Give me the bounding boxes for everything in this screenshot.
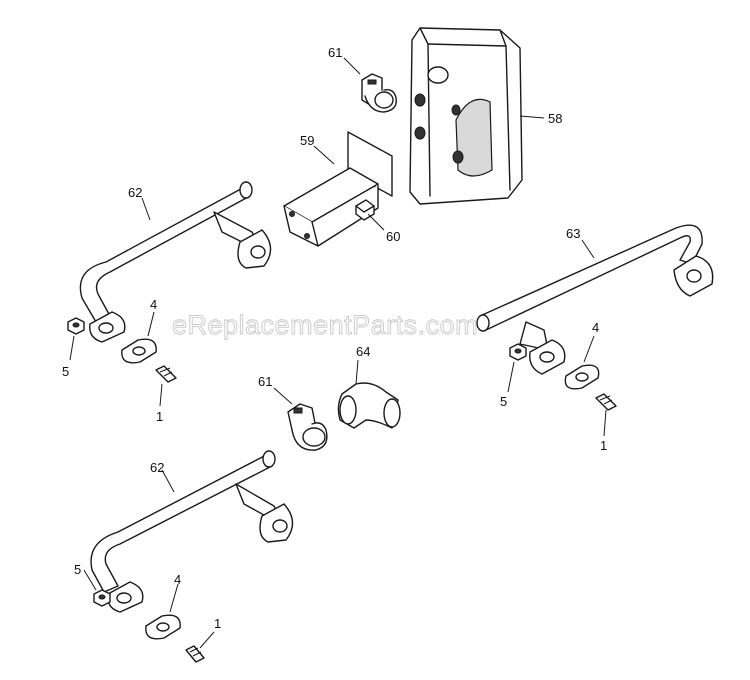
part-61-clamp-top[interactable]: [361, 73, 397, 113]
part-61-clamp-middle[interactable]: [287, 403, 328, 451]
leader-lines: [69, 57, 607, 649]
part-4-gasket-right[interactable]: [564, 364, 600, 390]
callout-64: 64: [356, 344, 370, 359]
part-1-stud-right[interactable]: [595, 393, 617, 411]
callout-5-right: 5: [500, 394, 507, 409]
callout-1-top: 1: [156, 409, 163, 424]
callout-59: 59: [300, 133, 314, 148]
callout-5-bottom: 5: [74, 562, 81, 577]
part-59-flange-plate[interactable]: [283, 131, 393, 247]
part-5-nut-bottom[interactable]: [93, 589, 111, 607]
part-5-nut-right[interactable]: [509, 343, 527, 361]
part-1-stud-top[interactable]: [155, 365, 177, 383]
part-63-exhaust-pipe-right[interactable]: [476, 224, 714, 375]
watermark: eReplacementParts.com: [172, 310, 478, 340]
callout-61-middle: 61: [258, 374, 272, 389]
callout-62-bottom: 62: [150, 460, 164, 475]
callout-4-bottom: 4: [174, 572, 181, 587]
callout-5-top: 5: [62, 364, 69, 379]
callout-60: 60: [386, 229, 400, 244]
callout-1-right: 1: [600, 438, 607, 453]
callout-4-right: 4: [592, 320, 599, 335]
part-62-exhaust-pipe-top[interactable]: [79, 181, 272, 343]
callout-1-bottom: 1: [214, 616, 221, 631]
part-64-elbow[interactable]: [337, 382, 401, 429]
part-4-gasket-top[interactable]: [121, 338, 157, 364]
part-62-exhaust-pipe-bottom[interactable]: [90, 450, 294, 613]
callout-labels: 61 58 59 60 62 63 4 5 1 64 61 4 5 1 62 5…: [62, 45, 607, 631]
part-4-gasket-bottom[interactable]: [145, 614, 181, 640]
callout-62-top: 62: [128, 185, 142, 200]
callout-4-top: 4: [150, 297, 157, 312]
part-58-muffler[interactable]: [409, 27, 523, 205]
callout-58: 58: [548, 111, 562, 126]
part-5-nut-top[interactable]: [67, 317, 85, 335]
part-1-stud-bottom[interactable]: [185, 645, 205, 663]
callout-63: 63: [566, 226, 580, 241]
callout-61-top: 61: [328, 45, 342, 60]
